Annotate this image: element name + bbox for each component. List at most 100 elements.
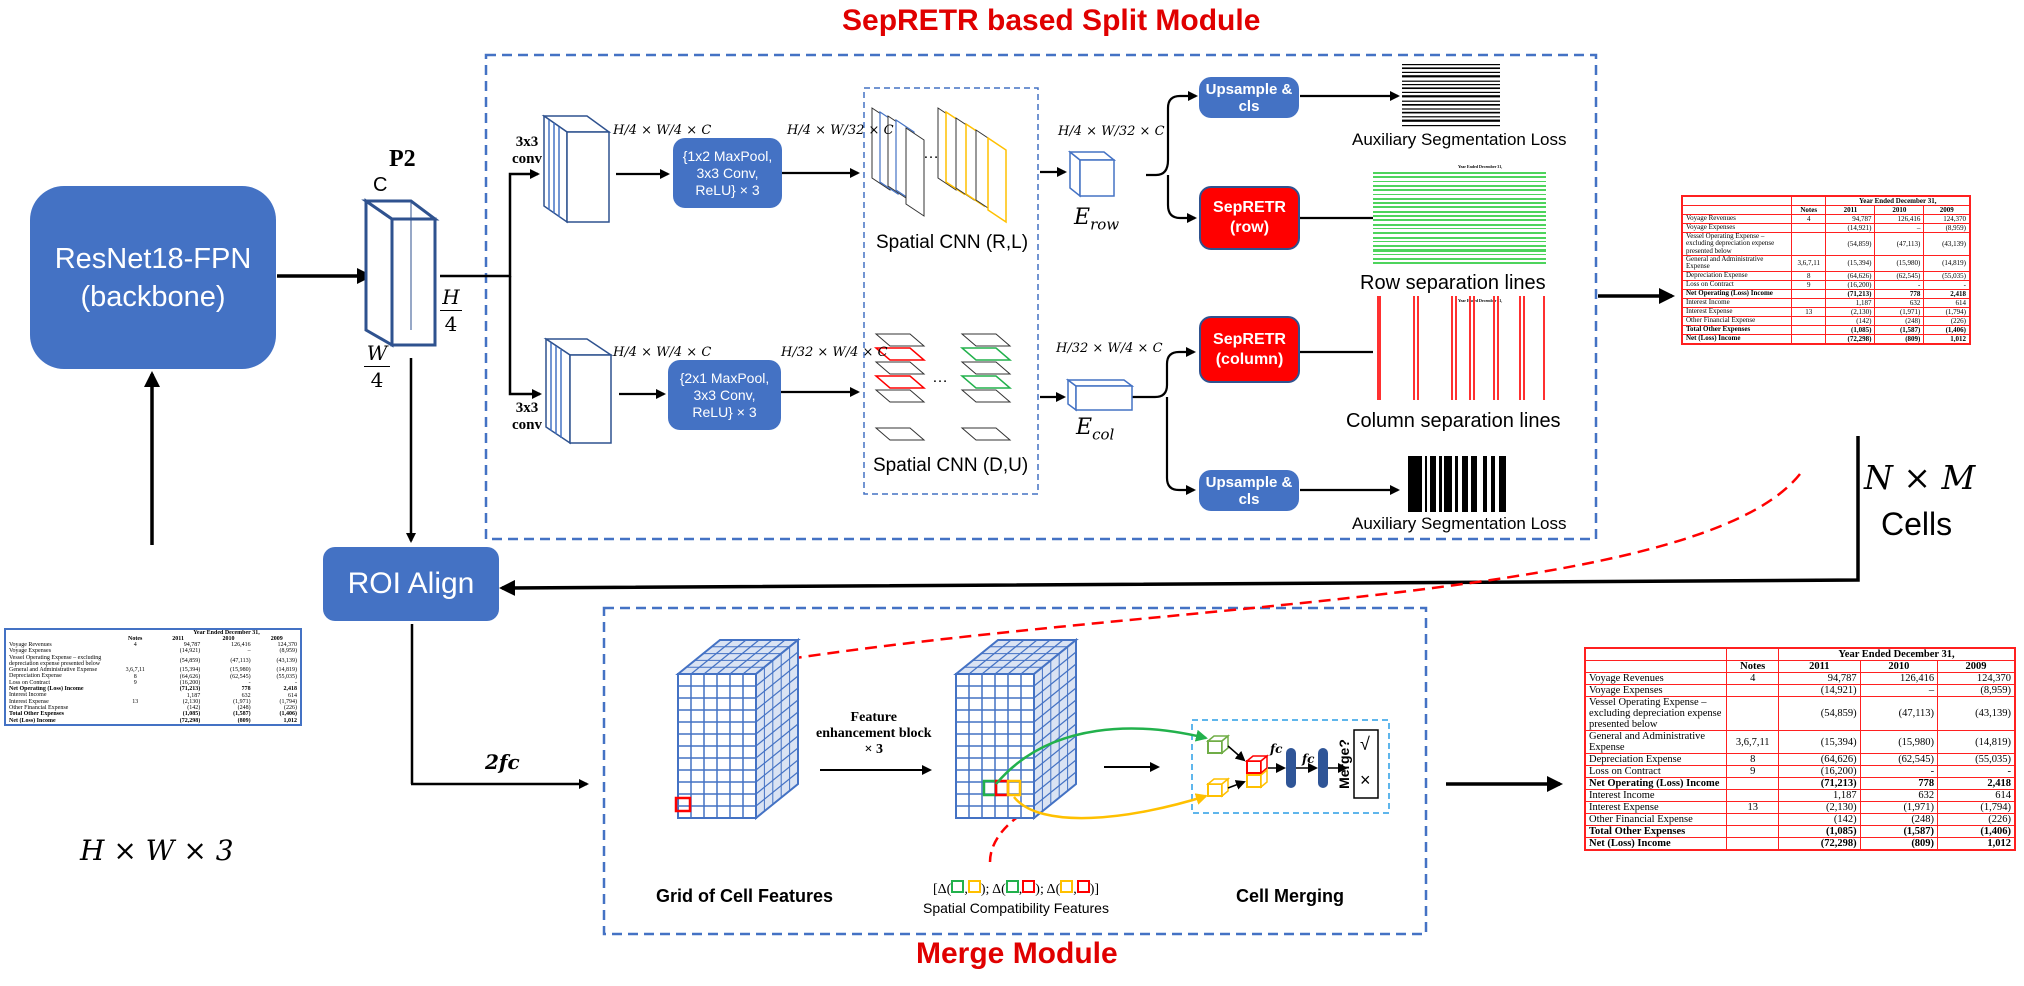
row-2011: (2,130) xyxy=(1825,306,1876,317)
col-sep-line xyxy=(1417,296,1419,400)
row-2011: 94,787 xyxy=(183,642,201,649)
spatial-cnn-row-caption: Spatial CNN (R,L) xyxy=(876,232,1029,253)
row-label: Total Other Expenses xyxy=(9,711,65,718)
grid-depth-line xyxy=(1033,771,1077,807)
row-2011: (64,626) xyxy=(1777,753,1861,767)
table-row: Other Financial Expense(142)(248)(226) xyxy=(5,705,301,711)
row-2009: (43,139) xyxy=(276,657,298,664)
row-label: Total Other Expenses xyxy=(1681,324,1792,335)
aux-row-stripe xyxy=(1402,125,1500,127)
feature-enhancement-label: Feature enhancement block × 3 xyxy=(816,710,932,757)
row-notes xyxy=(1790,223,1827,233)
grid-top-line xyxy=(981,639,1025,675)
row-2010: - xyxy=(1874,279,1925,290)
col-sep-line xyxy=(1473,296,1475,400)
row-label: General and Administrative Expense xyxy=(1681,255,1792,272)
table-row: Net (Loss) Income(72,298)(809)1,012 xyxy=(5,718,301,725)
row-2010: – xyxy=(247,648,251,655)
grid-depth-line xyxy=(755,735,799,771)
input-dims: H × W × 3 xyxy=(80,834,234,867)
row-2011: 1,187 xyxy=(1825,297,1876,308)
row-2011: (142) xyxy=(1777,813,1861,827)
e-col-label: Ecol xyxy=(1076,415,1114,443)
fc-label-1: fc xyxy=(1270,742,1283,756)
row-notes xyxy=(1790,288,1827,299)
grid-depth-line xyxy=(1033,663,1077,699)
table-row: Voyage Expenses(14,921)–(8,959) xyxy=(1681,223,1971,233)
grid-caption: Grid of Cell Features xyxy=(656,886,834,906)
spatial-cnn-col-caption: Spatial CNN (D,U) xyxy=(873,455,1029,476)
grid-top-line xyxy=(1020,639,1064,675)
table-header-cell: Notes xyxy=(1790,205,1827,215)
row-2009: - xyxy=(295,679,297,686)
row-2011: (72,298) xyxy=(1777,837,1861,851)
row-2011: 94,787 xyxy=(1825,214,1876,224)
row-separation-preview: Year Ended December 31, xyxy=(1373,162,1546,266)
row-notes: 4 xyxy=(1790,214,1827,224)
row-label: Vessel Operating Expense – excluding dep… xyxy=(1584,696,1728,732)
row-2009: (1,406) xyxy=(1937,825,2016,839)
row-2009: 2,418 xyxy=(283,686,298,693)
highlight-cell-grid1 xyxy=(674,796,692,813)
row-2011: (72,298) xyxy=(179,717,201,724)
row-2011: 1,187 xyxy=(1777,789,1861,803)
row-2009: 2,418 xyxy=(1937,777,2016,791)
row-sep-line xyxy=(1373,236,1546,239)
fc-label-2: fc xyxy=(1302,752,1315,766)
row-2010: (1,971) xyxy=(1874,306,1925,317)
table-header-cell: Notes xyxy=(128,636,143,642)
row-2009: 124,370 xyxy=(277,642,298,649)
row-sep-line xyxy=(1373,197,1546,200)
aux-row-stripe xyxy=(1402,87,1500,90)
row-notes: 13 xyxy=(1790,306,1827,317)
row-notes xyxy=(1726,684,1779,698)
aux-row-stripe xyxy=(1402,111,1500,114)
spatial-cnn-row-slices: … xyxy=(871,107,1007,224)
row-2010: (248) xyxy=(1874,315,1925,326)
p2-w-num: W xyxy=(366,341,388,365)
row-notes: 8 xyxy=(1790,270,1827,281)
row-2010: 126,416 xyxy=(1859,671,1939,686)
row-label: Voyage Expenses xyxy=(9,648,52,655)
aux-row-stripe xyxy=(1402,91,1500,93)
row-2010: – xyxy=(1859,684,1939,698)
grid-depth-line xyxy=(1033,759,1077,795)
row-2009: (14,819) xyxy=(1923,255,1971,272)
spatial-compat-formula: [Δ(,); Δ(,); Δ(,)] xyxy=(933,880,1100,897)
two-fc-label: 2fc xyxy=(485,750,520,774)
row-notes: 9 xyxy=(1726,765,1779,779)
table-header-cell: Notes xyxy=(1726,660,1779,673)
grid-depth-line xyxy=(1033,711,1077,747)
row-notes xyxy=(1726,837,1779,851)
table-header-cell: 2010 xyxy=(222,636,235,642)
row-2011: (1,085) xyxy=(1777,825,1861,839)
row-2009: 614 xyxy=(288,692,297,699)
row-2011: (15,394) xyxy=(1825,255,1876,272)
row-2011: (72,298) xyxy=(1825,333,1876,345)
row-label: Vessel Operating Expense – excluding dep… xyxy=(9,654,102,667)
table-row: Voyage Expenses(14,921)–(8,959) xyxy=(5,648,301,654)
row-sep-title: Year Ended December 31, xyxy=(1458,164,1503,169)
row-sep-line xyxy=(1373,189,1546,191)
row-2009: (8,959) xyxy=(1937,684,2016,698)
row-2009: 2,418 xyxy=(1923,288,1971,299)
row-pool-block: {1x2 MaxPool, 3x3 Conv, ReLU} × 3 xyxy=(673,138,782,208)
row-notes xyxy=(1790,324,1827,335)
row-notes xyxy=(117,655,153,668)
row-2010: (809) xyxy=(237,717,251,724)
row-notes xyxy=(117,718,153,725)
aux-row-stripe xyxy=(1402,95,1500,98)
row-2010: (248) xyxy=(1859,813,1939,827)
row-2011: (71,213) xyxy=(1825,288,1876,299)
row-2011: (2,130) xyxy=(1777,801,1861,815)
row-2009: (43,139) xyxy=(1923,231,1971,257)
col-sep-line xyxy=(1519,296,1521,400)
spatial-cnn-col-slices: … xyxy=(873,333,1013,441)
row-notes: 3,6,7,11 xyxy=(125,667,145,674)
row-notes: 8 xyxy=(1726,753,1779,767)
grid-depth-line xyxy=(755,663,799,699)
